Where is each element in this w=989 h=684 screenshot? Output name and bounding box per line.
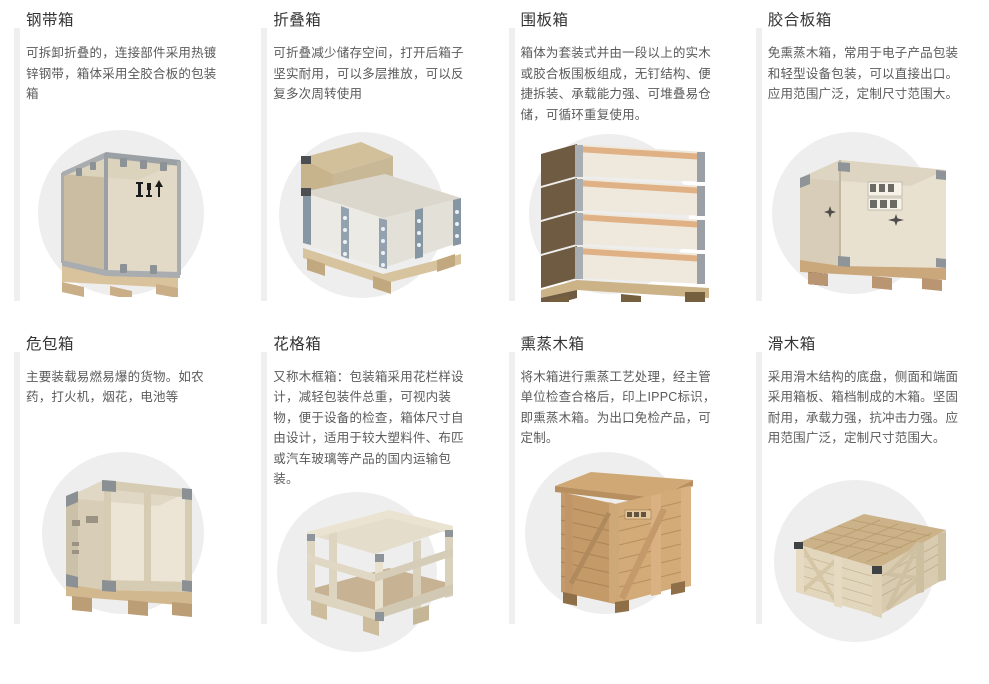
image-backdrop-circle [277,491,438,652]
card-description: 又称木框箱：包装箱采用花栏样设计，减轻包装件总重，可视内装物，便于设备的检查，箱… [273,369,464,487]
card-description: 免熏蒸木箱，常用于电子产品包装和轻型设备包装，可以直接出口。应用范围广泛，定制尺… [767,46,959,101]
image-backdrop-circle [773,479,936,642]
image-backdrop-circle [279,132,446,298]
card-accent-rule [14,351,20,624]
card-description: 可拆卸折叠的，连接部件采用热镀锌钢带，箱体采用全胶合板的包装箱 [26,46,217,101]
product-card-lattice-box[interactable]: 花格箱 又称木框箱：包装箱采用花栏样设计，减轻包装件总重，可视内装物，便于设备的… [247,324,494,652]
card-description: 可折叠减少储存空间，打开后箱子坚实耐用，可以多层推放，可以反复多次周转使用 [273,46,464,101]
card-description: 采用滑木结构的底盘，侧面和端面采用箱板、箱档制成的木箱。坚固耐用，承载力强，抗冲… [767,369,959,446]
product-card-collar-box[interactable]: 围板箱 箱体为套装式并由一段以上的实木或胶合板围板组成，无钉结构、便捷拆装、承载… [495,0,742,324]
card-title: 围板箱 [520,12,569,29]
card-accent-rule [755,28,762,301]
crate-illustration [793,513,946,618]
card-title: 折叠箱 [273,12,322,29]
plywood-export-crate-photo [742,122,989,322]
dangerous-goods-crate-photo [0,442,247,642]
steel-belt-plywood-crate-photo [0,122,247,322]
card-accent-rule [755,351,762,624]
image-backdrop-circle [38,130,204,296]
product-card-folding-box[interactable]: 折叠箱 可折叠减少储存空间，打开后箱子坚实耐用，可以多层推放，可以反复多次周转使… [247,0,494,324]
open-lattice-wooden-frame-crate-photo [247,484,494,684]
crate-illustration [554,471,693,613]
product-card-dangerous-goods-box[interactable]: 危包箱 主要装载易燃易爆的货物。如农药，打火机，烟花，电池等 [0,324,247,648]
card-accent-rule [508,28,515,301]
product-card-fumigated-wooden-box[interactable]: 熏蒸木箱 将木箱进行熏蒸工艺处理，经主管单位检查合格后，印上IPPC标识，即熏蒸… [495,324,742,648]
crate-illustration [301,142,462,294]
image-backdrop-circle [771,132,934,294]
card-title: 滑木箱 [767,335,816,353]
card-accent-rule [261,351,268,624]
stacked-pallet-collar-box-photo [495,122,742,322]
card-title: 胶合板箱 [767,12,832,29]
image-backdrop-circle [42,451,204,614]
fumigated-solid-wood-crate-photo [495,442,742,642]
card-title: 危包箱 [26,335,75,353]
card-accent-rule [261,28,268,301]
folding-collapsible-crate-photo [247,122,494,322]
crate-illustration [66,479,192,617]
card-description: 主要装载易燃易爆的货物。如农药，打火机，烟花，电池等 [26,369,204,405]
card-title: 花格箱 [273,335,322,353]
crate-illustration [307,509,454,636]
card-accent-rule [508,351,515,624]
product-card-plywood-box[interactable]: 胶合板箱 免熏蒸木箱，常用于电子产品包装和轻型设备包装，可以直接出口。应用范围广… [742,0,989,324]
card-title: 熏蒸木箱 [520,335,585,353]
card-title: 钢带箱 [26,12,75,29]
product-card-steel-belt-box[interactable]: 钢带箱 可拆卸折叠的，连接部件采用热镀锌钢带，箱体采用全胶合板的包装箱 [0,0,247,324]
crate-illustration [61,152,181,297]
product-card-skid-wooden-box[interactable]: 滑木箱 采用滑木结构的底盘，侧面和端面采用箱板、箱档制成的木箱。坚固耐用，承载力… [742,324,989,648]
image-backdrop-circle [528,134,689,294]
card-description: 箱体为套装式并由一段以上的实木或胶合板围板组成，无钉结构、便捷拆装、承载能力强、… [520,46,712,122]
card-description: 将木箱进行熏蒸工艺处理，经主管单位检查合格后，印上IPPC标识，即熏蒸木箱。为出… [520,369,716,446]
card-accent-rule [14,28,20,301]
crate-illustration [540,144,709,302]
product-card-grid: 钢带箱 可拆卸折叠的，连接部件采用热镀锌钢带，箱体采用全胶合板的包装箱 [0,0,989,652]
crate-illustration [799,160,946,291]
skid-base-wooden-crate-photo [742,472,989,672]
image-backdrop-circle [524,451,687,614]
